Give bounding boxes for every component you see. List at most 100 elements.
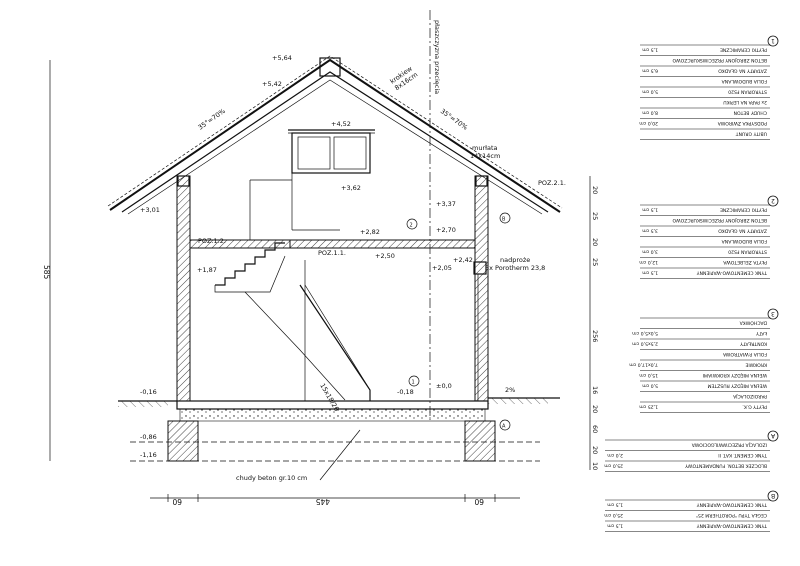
- dim-r1: 20: [591, 186, 599, 194]
- level-right-floor3: +2,05: [432, 264, 452, 272]
- dim-r5: 256: [591, 330, 599, 342]
- section-plane-label: płaszczyzna przecięcia: [433, 20, 441, 94]
- legend-row-label: TYNK CEMENTOWO-WAPIENNY: [697, 522, 768, 528]
- ridge-beam: [319, 57, 341, 77]
- legend-row-value: 7,0x17,0 cm: [629, 361, 658, 367]
- right-wall: [474, 175, 489, 402]
- legend-row-label: TYNK CEMENT. KAT. II: [718, 452, 768, 458]
- level-right-floor1: +2,70: [436, 226, 456, 234]
- legend-blockB: B TYNK CEMENTOWO-WAPIENNY 1,5 cm CEGŁA TYPU…: [604, 490, 779, 532]
- rafter-label: krokiew 8x16cm: [389, 63, 420, 92]
- legend-row-value: 1,5 cm: [607, 522, 623, 528]
- marker-2-text: 2: [410, 223, 413, 229]
- level-attic-right: +3,37: [436, 200, 456, 208]
- legend-row-label: ZATARTY NA GŁADKO: [718, 67, 767, 73]
- murlat-label: murłata 14x14cm: [470, 144, 500, 160]
- legend-row-label: KONTRŁATY: [740, 340, 767, 346]
- murlat-label-line2: 14x14cm: [470, 152, 500, 160]
- legend-row-value: 15,0 cm: [639, 372, 658, 378]
- legend-row-label: DACHÓWKA: [739, 319, 767, 326]
- legend-row-label: 2x PAPA NA LEPIKU: [723, 99, 767, 105]
- slope-right-label: 35°=70%: [439, 107, 469, 132]
- marker-1: [408, 375, 420, 387]
- legend-marker-blockA: [767, 430, 779, 442]
- dim-r3: 20: [591, 238, 599, 246]
- legend-row-value: 1,5 cm: [642, 46, 658, 52]
- level-eave-left: +3,01: [140, 206, 160, 214]
- level-ridge: +5,64: [272, 54, 292, 62]
- level-attic-floor2: +2,50: [375, 252, 395, 260]
- legend-row-label: STYROPIAN FS20: [728, 88, 767, 94]
- legend-row-value: 1,5 cm: [642, 206, 658, 212]
- level-window-top: +4,52: [331, 120, 351, 128]
- level-ground: ±0,0: [436, 382, 452, 390]
- legend-row-value: 12,0 cm: [639, 259, 658, 265]
- legend-marker-text-block2: 2: [771, 197, 775, 204]
- marker-1-text: 1: [412, 380, 415, 386]
- level-marks: +5,64 +5,42 +4,52 +3,62 +3,01 +3,37 +2,7…: [140, 54, 473, 459]
- dimensions: 585 60 445 60 20 25 20 25 256 16 20 60 2…: [42, 60, 599, 506]
- dormer-window: [249, 132, 371, 240]
- lintel-label: nadproże 3x Porotherm 23,8: [485, 256, 545, 272]
- legend-row-value: 5,0 cm: [642, 382, 658, 388]
- left-wall: [176, 175, 191, 402]
- legend-marker-block1: [767, 35, 779, 47]
- legend-row-value: 20,0 cm: [639, 120, 658, 126]
- level-window-sill: +3,62: [341, 184, 361, 192]
- legend-row-label: UBITY GRUNT: [736, 130, 767, 136]
- legend-row-label: PODSYPKA ŻWIROWA: [717, 120, 767, 127]
- legend-row-value: 3,0 cm: [642, 248, 658, 254]
- stair-label: 15x18/26: [318, 382, 340, 413]
- dim-bottom-mid: 445: [315, 497, 330, 506]
- roof: [107, 55, 563, 215]
- legend-row-label: FOLIA P.WIATROWA: [722, 351, 767, 357]
- slabs: [176, 239, 489, 422]
- legend-row-value: 25,0 cm: [604, 512, 623, 518]
- legend-row-label: IZOLACJA PRZECIWWILGOCIOWA: [691, 441, 767, 447]
- marker-A: [499, 419, 511, 431]
- legend-row-label: CEGŁA TYPU "POROTHERM 25": [696, 512, 767, 518]
- level-ground2: -0,18: [397, 388, 414, 396]
- marker-2: [406, 218, 418, 230]
- legend-row-value: 8,0 cm: [642, 109, 658, 115]
- level-ridge2: +5,42: [262, 80, 282, 88]
- dim-r8: 60: [591, 425, 599, 433]
- level-landing: +1,87: [197, 266, 217, 274]
- dim-bottom-right: 60: [474, 497, 484, 506]
- legend-marker-text-blockB: B: [771, 492, 775, 499]
- legend-row-label: ŁATY: [756, 330, 768, 336]
- marker-B: [499, 212, 511, 224]
- legend-row-label: FOLIA BUDOWLANA: [721, 78, 767, 84]
- legend-row-value: 25,0 cm: [604, 462, 623, 468]
- slope-left-label: 35°=70%: [197, 107, 227, 132]
- lintel-label-line2: 3x Porotherm 23,8: [485, 264, 545, 272]
- legend-row-label: KROKWIE: [745, 361, 767, 367]
- legend-row-value: 6,5 cm: [642, 67, 658, 73]
- dim-r7: 20: [591, 405, 599, 413]
- legend-row-label: PŁYTKI CERAMICZNE: [720, 46, 767, 52]
- level-right-floor2: +2,42: [453, 256, 473, 264]
- legend-marker-block2: [767, 195, 779, 207]
- legend-row-label: WEŁNA MIĘDZY RUSZTEM: [707, 382, 767, 388]
- dim-height-total: 585: [42, 265, 51, 280]
- slab-label: chudy beton gr.10 cm: [236, 474, 307, 482]
- dim-r10: 10: [591, 462, 599, 470]
- right-opening: [473, 261, 487, 401]
- murlat-label-line1: murłata: [472, 144, 498, 152]
- attic-slab-right: [289, 239, 476, 249]
- left-footing: [167, 420, 199, 462]
- poz-slab-label: POZ.1.2.: [198, 237, 226, 245]
- legend-row-label: PAROIZOLACJA: [732, 393, 767, 399]
- dim-r2: 25: [591, 212, 599, 220]
- legend-row-label: BETON ZBROJONY PRZECIWSKURCZOWO: [672, 57, 767, 63]
- legend-row-label: TYNK CEMENTOWO-WAPIENNY: [697, 269, 768, 275]
- poz-roof-label: POZ.2.1.: [538, 179, 566, 187]
- legend-marker-text-block3: 3: [771, 310, 775, 317]
- exterior-walls: [176, 175, 489, 402]
- level-foot1: -0,86: [140, 433, 157, 441]
